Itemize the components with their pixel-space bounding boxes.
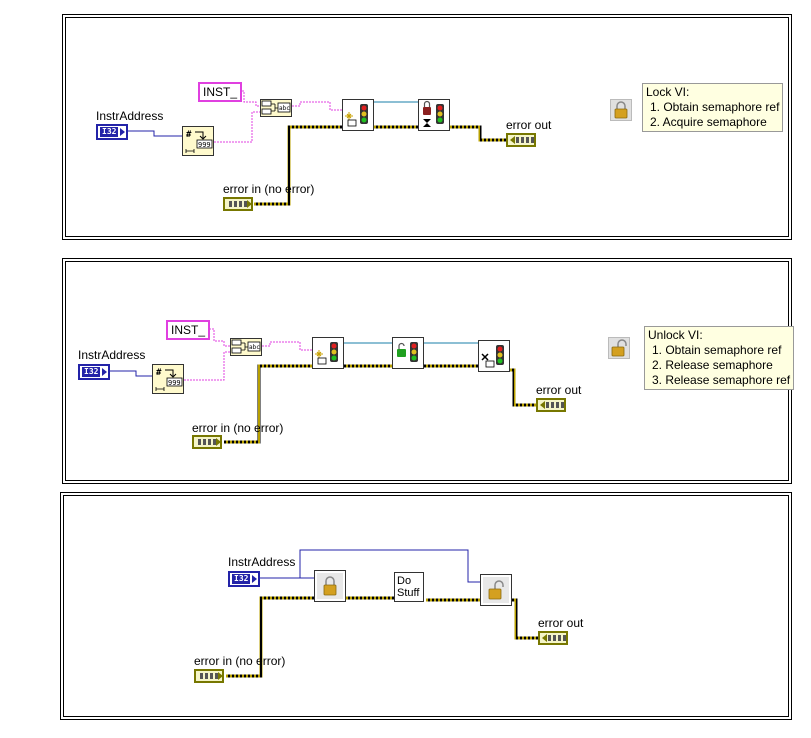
- terminal-arrow-icon: [542, 634, 547, 642]
- instr-address-control[interactable]: I32: [78, 364, 110, 380]
- instr-address-label: InstrAddress: [96, 109, 164, 123]
- terminal-arrow-icon: [247, 200, 252, 208]
- error-cluster-icon: [548, 635, 566, 641]
- comment-line: 1. Obtain semaphore ref: [652, 343, 782, 357]
- terminal-arrow-icon: [218, 672, 223, 680]
- lock-vi-comment: Lock VI: 1. Obtain semaphore ref 2. Acqu…: [642, 83, 784, 132]
- do-stuff-node[interactable]: Do Stuff: [394, 572, 424, 602]
- release-semaphore-node[interactable]: [392, 337, 424, 369]
- lock-icon: [614, 101, 628, 119]
- error-out-label: error out: [538, 616, 584, 630]
- error-cluster-icon: [200, 673, 218, 679]
- svg-text:abc: abc: [249, 344, 260, 351]
- svg-text:#: #: [186, 130, 192, 140]
- svg-text:#: #: [156, 368, 162, 378]
- error-in-label: error in (no error): [194, 654, 286, 668]
- obtain-semaphore-node[interactable]: [342, 99, 374, 131]
- release-semaphore-icon: [397, 342, 418, 362]
- number-to-string-icon: # 999: [155, 368, 183, 391]
- terminal-arrow-icon: [510, 136, 515, 144]
- comment-title: Lock VI:: [646, 85, 690, 99]
- instr-address-control[interactable]: I32: [96, 124, 128, 140]
- obtain-semaphore-icon: [315, 342, 338, 365]
- usage-panel: [60, 492, 792, 720]
- concatenate-strings-node[interactable]: abc: [260, 99, 292, 117]
- instr-address-control[interactable]: I32: [228, 571, 260, 587]
- instr-address-label: InstrAddress: [78, 348, 146, 362]
- error-out-indicator[interactable]: [538, 631, 568, 645]
- error-in-control[interactable]: [192, 435, 222, 449]
- lock-vi-icon: [610, 99, 632, 121]
- number-to-string-node[interactable]: # 999: [182, 126, 214, 156]
- acquire-semaphore-node[interactable]: [418, 99, 450, 131]
- svg-text:abc: abc: [279, 105, 290, 112]
- instr-address-label: InstrAddress: [228, 555, 296, 569]
- unlock-subvi-node[interactable]: [480, 574, 512, 606]
- comment-title: Unlock VI:: [648, 328, 703, 342]
- concatenate-icon: abc: [261, 100, 291, 115]
- terminal-arrow-icon: [540, 401, 545, 409]
- do-stuff-label: Stuff: [397, 587, 420, 599]
- release-semaphore-ref-node[interactable]: [478, 340, 510, 372]
- close-reference-icon: [481, 345, 504, 368]
- comment-line: 2. Release semaphore: [652, 358, 773, 372]
- unlock-icon: [611, 339, 627, 357]
- inst-string-constant[interactable]: INST_: [166, 320, 211, 340]
- inst-string-constant[interactable]: INST_: [198, 82, 243, 102]
- concatenate-strings-node[interactable]: abc: [230, 338, 262, 356]
- error-out-indicator[interactable]: [536, 398, 566, 412]
- error-in-control[interactable]: [194, 669, 224, 683]
- error-in-label: error in (no error): [192, 421, 284, 435]
- acquire-semaphore-icon: [423, 100, 444, 127]
- i32-type-label: I32: [232, 574, 251, 584]
- error-out-label: error out: [506, 118, 552, 132]
- error-in-control[interactable]: [223, 197, 253, 211]
- error-out-label: error out: [536, 383, 582, 397]
- concatenate-icon: abc: [231, 339, 261, 354]
- terminal-arrow-icon: [120, 128, 126, 136]
- unlock-vi-icon: [608, 337, 630, 359]
- number-to-string-node[interactable]: # 999: [152, 364, 184, 394]
- svg-text:999: 999: [168, 379, 181, 387]
- error-cluster-icon: [229, 201, 247, 207]
- terminal-arrow-icon: [216, 438, 221, 446]
- error-in-label: error in (no error): [223, 182, 315, 196]
- obtain-semaphore-icon: [345, 104, 368, 127]
- i32-type-label: I32: [100, 127, 119, 137]
- unlock-vi-comment: Unlock VI: 1. Obtain semaphore ref 2. Re…: [644, 326, 795, 390]
- i32-type-label: I32: [82, 367, 101, 377]
- unlock-icon: [483, 577, 509, 603]
- do-stuff-label: Do: [397, 575, 412, 587]
- comment-line: 3. Release semaphore ref: [652, 373, 791, 387]
- error-cluster-icon: [516, 137, 534, 143]
- terminal-arrow-icon: [252, 575, 258, 583]
- error-cluster-icon: [546, 402, 564, 408]
- lock-subvi-node[interactable]: [314, 570, 346, 602]
- comment-line: 2. Acquire semaphore: [650, 115, 767, 129]
- error-out-indicator[interactable]: [506, 133, 536, 147]
- obtain-semaphore-node[interactable]: [312, 337, 344, 369]
- error-cluster-icon: [198, 439, 216, 445]
- comment-line: 1. Obtain semaphore ref: [650, 100, 780, 114]
- terminal-arrow-icon: [102, 368, 108, 376]
- number-to-string-icon: # 999: [185, 130, 213, 153]
- lock-icon: [317, 573, 343, 599]
- svg-text:999: 999: [198, 141, 211, 149]
